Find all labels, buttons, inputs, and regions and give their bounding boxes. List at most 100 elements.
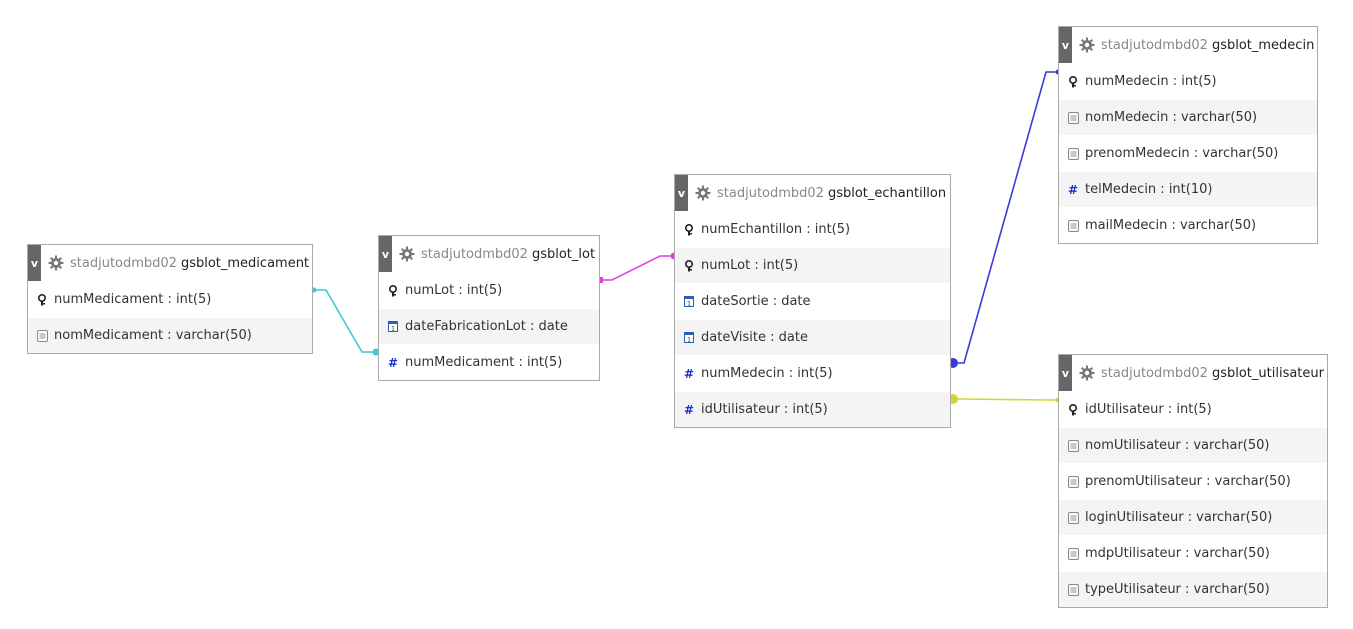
link-echantillon-medecin[interactable] (948, 69, 1061, 369)
table-name: gsblot_medicament (180, 255, 310, 271)
gear-icon[interactable] (1079, 365, 1095, 381)
database-name: stadjutodmbd02 (717, 185, 824, 201)
text-field-icon (1067, 547, 1079, 560)
column-label: loginUtilisateur : varchar(50) (1085, 510, 1273, 525)
gear-icon[interactable] (48, 255, 64, 271)
column-row[interactable]: numLot : int(5) (379, 272, 599, 308)
column-row[interactable]: typeUtilisateur : varchar(50) (1059, 571, 1327, 607)
column-row[interactable]: loginUtilisateur : varchar(50) (1059, 499, 1327, 535)
column-row[interactable]: #telMedecin : int(10) (1059, 171, 1317, 207)
column-label: numLot : int(5) (701, 258, 799, 273)
column-label: dateFabricationLot : date (405, 319, 568, 334)
svg-text:1: 1 (687, 300, 691, 307)
column-row[interactable]: prenomMedecin : varchar(50) (1059, 135, 1317, 171)
column-label: dateVisite : date (701, 330, 808, 345)
hash-icon: # (387, 355, 399, 370)
column-label: nomMedicament : varchar(50) (54, 328, 252, 343)
hash-icon: # (683, 402, 695, 417)
column-row[interactable]: 1 dateVisite : date (675, 319, 950, 355)
text-field-icon (1067, 111, 1079, 124)
column-row[interactable]: 1 dateSortie : date (675, 283, 950, 319)
link-echantillon-utilisateur[interactable] (948, 394, 1061, 404)
table-name: gsblot_echantillon (827, 185, 947, 201)
column-row[interactable]: # numMedicament : int(5) (379, 344, 599, 380)
column-label: idUtilisateur : int(5) (1085, 402, 1212, 417)
column-label: numEchantillon : int(5) (701, 222, 851, 237)
text-field-icon (36, 329, 48, 342)
table-name: gsblot_medecin (1211, 37, 1315, 53)
column-label: numMedecin : int(5) (1085, 74, 1217, 89)
key-icon (683, 223, 695, 236)
column-label: prenomUtilisateur : varchar(50) (1085, 474, 1291, 489)
column-row[interactable]: numEchantillon : int(5) (675, 211, 950, 247)
database-name: stadjutodmbd02 (70, 255, 177, 271)
gear-icon[interactable] (1079, 37, 1095, 53)
column-label: dateSortie : date (701, 294, 811, 309)
column-row[interactable]: prenomUtilisateur : varchar(50) (1059, 463, 1327, 499)
column-label: numLot : int(5) (405, 283, 503, 298)
text-field-icon (1067, 475, 1079, 488)
key-icon (387, 284, 399, 297)
column-row[interactable]: numMedecin : int(5) (1059, 63, 1317, 99)
collapse-toggle-button[interactable]: v (1059, 355, 1072, 391)
column-row[interactable]: mdpUtilisateur : varchar(50) (1059, 535, 1327, 571)
text-field-icon (1067, 219, 1079, 232)
column-row[interactable]: numLot : int(5) (675, 247, 950, 283)
collapse-toggle-button[interactable]: v (1059, 27, 1072, 63)
hash-icon: # (683, 366, 695, 381)
column-label: typeUtilisateur : varchar(50) (1085, 582, 1270, 597)
text-field-icon (1067, 147, 1079, 160)
column-row[interactable]: # numMedecin : int(5) (675, 355, 950, 391)
column-label: numMedicament : int(5) (405, 355, 563, 370)
column-row[interactable]: nomUtilisateur : varchar(50) (1059, 427, 1327, 463)
collapse-toggle-button[interactable]: v (675, 175, 688, 211)
gear-icon[interactable] (399, 246, 415, 262)
database-name: stadjutodmbd02 (1101, 37, 1208, 53)
hash-icon: # (1067, 182, 1079, 197)
gear-icon[interactable] (695, 185, 711, 201)
calendar-icon: 1 (683, 296, 695, 308)
key-icon (683, 259, 695, 272)
table-name: gsblot_utilisateur (1211, 365, 1324, 381)
column-label: numMedicament : int(5) (54, 292, 212, 307)
column-row[interactable]: mailMedecin : varchar(50) (1059, 207, 1317, 243)
column-row[interactable]: nomMedicament : varchar(50) (28, 317, 312, 353)
column-label: mailMedecin : varchar(50) (1085, 218, 1257, 233)
column-label: nomUtilisateur : varchar(50) (1085, 438, 1270, 453)
text-field-icon (1067, 583, 1079, 596)
link-medicament-lot[interactable] (311, 287, 380, 356)
column-label: nomMedecin : varchar(50) (1085, 110, 1258, 125)
collapse-toggle-button[interactable]: v (28, 245, 41, 281)
key-icon (1067, 403, 1079, 416)
column-label: numMedecin : int(5) (701, 366, 833, 381)
column-label: prenomMedecin : varchar(50) (1085, 146, 1279, 161)
table-name: gsblot_lot (531, 246, 596, 262)
column-row[interactable]: 1 dateFabricationLot : date (379, 308, 599, 344)
svg-text:1: 1 (687, 336, 691, 343)
column-row[interactable]: # idUtilisateur : int(5) (675, 391, 950, 427)
text-field-icon (1067, 511, 1079, 524)
calendar-icon: 1 (387, 321, 399, 333)
calendar-icon: 1 (683, 332, 695, 344)
column-row[interactable]: numMedicament : int(5) (28, 281, 312, 317)
column-row[interactable]: idUtilisateur : int(5) (1059, 391, 1327, 427)
key-icon (36, 293, 48, 306)
column-label: idUtilisateur : int(5) (701, 402, 828, 417)
key-icon (1067, 75, 1079, 88)
database-name: stadjutodmbd02 (1101, 365, 1208, 381)
column-label: mdpUtilisateur : varchar(50) (1085, 546, 1270, 561)
link-lot-echantillon[interactable] (598, 252, 678, 284)
column-row[interactable]: nomMedecin : varchar(50) (1059, 99, 1317, 135)
text-field-icon (1067, 439, 1079, 452)
collapse-toggle-button[interactable]: v (379, 236, 392, 272)
